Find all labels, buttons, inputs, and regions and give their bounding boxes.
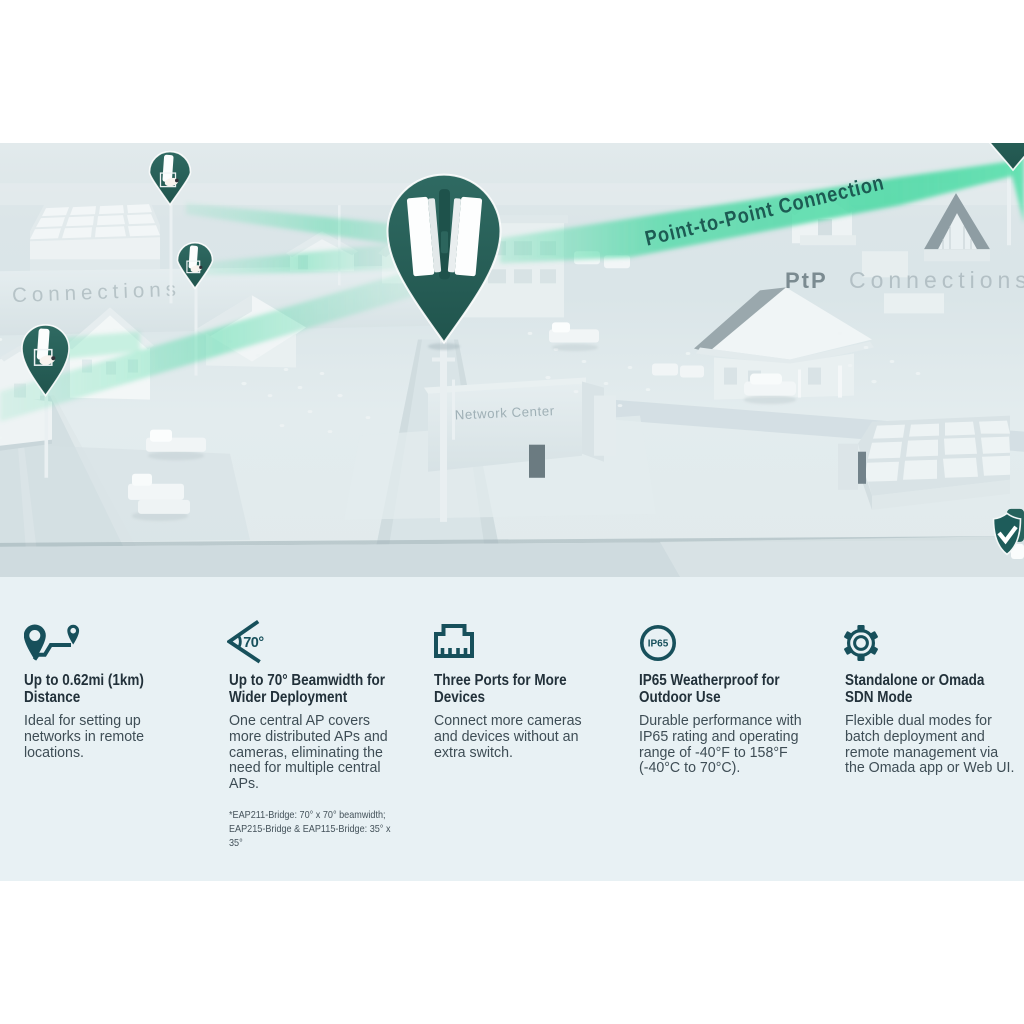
svg-text:IP65: IP65	[648, 639, 669, 650]
svg-text:Network Center: Network Center	[454, 403, 555, 422]
svg-text:PtP: PtP	[785, 268, 828, 293]
svg-text:70°: 70°	[243, 635, 264, 651]
svg-text:Connections: Connections	[849, 267, 1024, 293]
